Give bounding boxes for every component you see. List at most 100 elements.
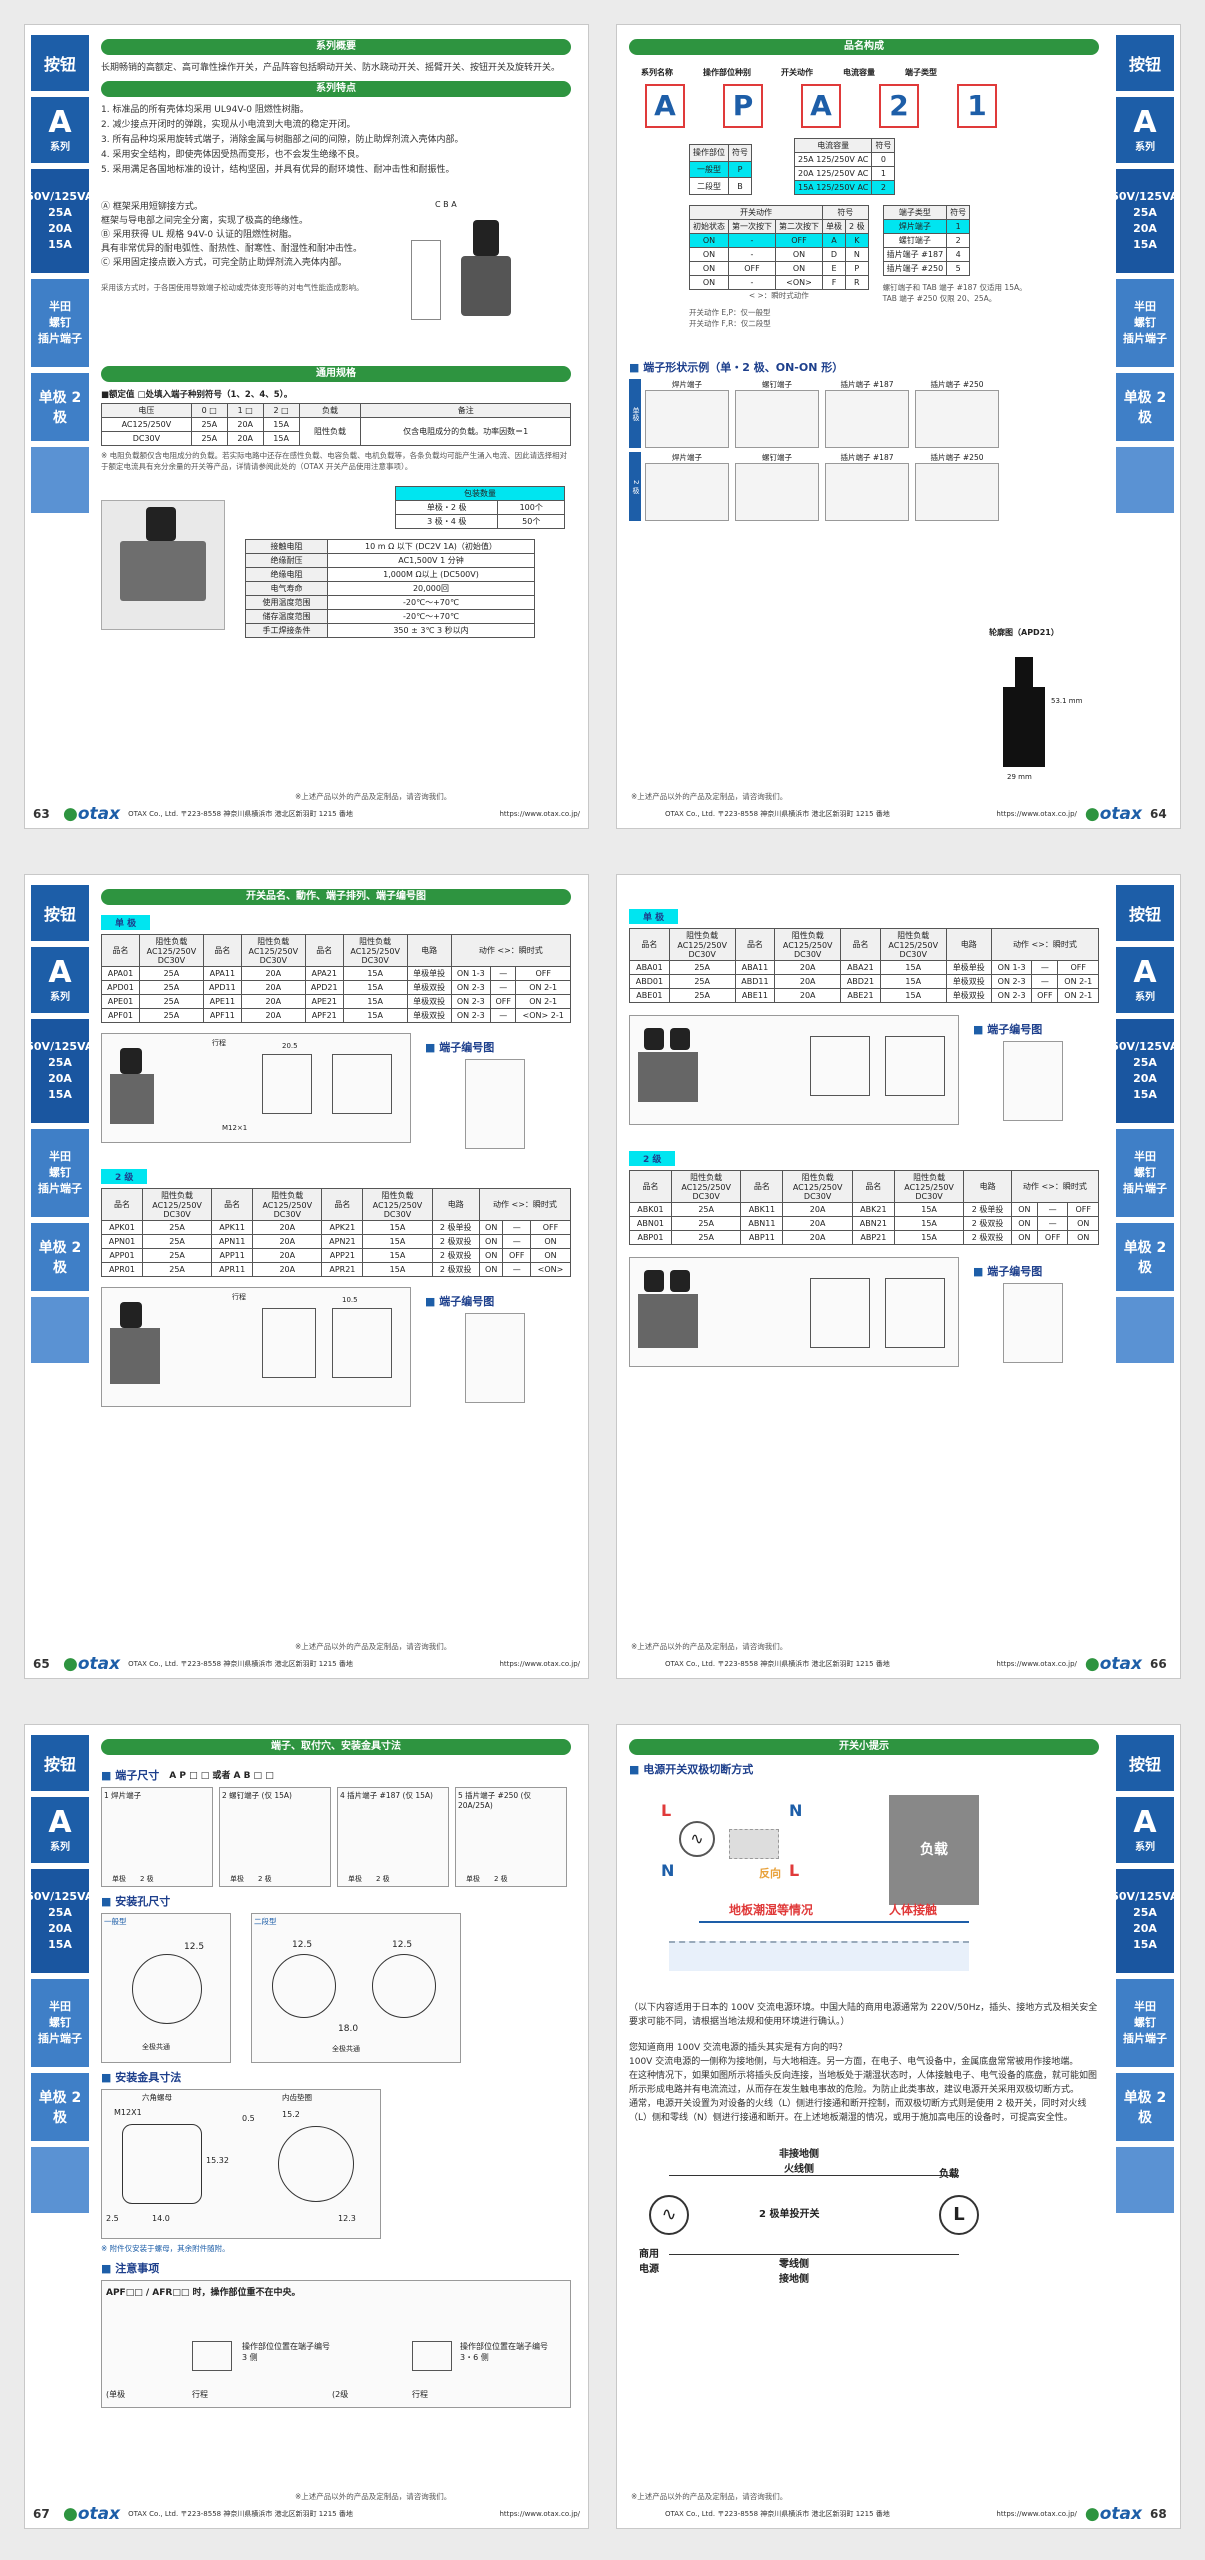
tab-buttons[interactable]: 按钮 bbox=[31, 1735, 89, 1791]
otax-logo[interactable]: ●otax bbox=[1084, 804, 1142, 824]
tab-blank[interactable] bbox=[31, 2147, 89, 2213]
page-content: 端子、取付穴、安装金具寸法 端子尺寸 A P □ □ 或者 A B □ □ 1 … bbox=[101, 1737, 571, 2497]
tab-poles[interactable]: 单极 2 极 bbox=[1116, 373, 1174, 441]
tab-blank[interactable] bbox=[1116, 447, 1174, 513]
page-number: 67 bbox=[33, 2507, 50, 2521]
tab-poles[interactable]: 单极 2 极 bbox=[1116, 2073, 1174, 2141]
hole-general: 一般型 12.5 全极共通 bbox=[101, 1913, 231, 2063]
tab-blank[interactable] bbox=[31, 1297, 89, 1363]
tab-terminals[interactable]: 半田螺钉插片端子 bbox=[31, 1979, 89, 2067]
section-bar: 开关小提示 bbox=[629, 1739, 1099, 1755]
caution-box: APF□□ / AFR□□ 时，操作部位重不在中央。 操作部位位置在端子编号 3… bbox=[101, 2280, 571, 2408]
tab187-terminal-image bbox=[825, 390, 909, 448]
tab-buttons[interactable]: 按钮 bbox=[1116, 1735, 1174, 1791]
tab-terminals[interactable]: 半田螺钉插片端子 bbox=[1116, 279, 1174, 367]
feature-note: 具有非常优异的耐电弧性、耐热性、耐寒性、耐湿性和耐冲击性。 bbox=[101, 244, 363, 254]
table-row: 储存温度范围-20℃〜+70℃ bbox=[245, 609, 536, 624]
tab-buttons[interactable]: 按钮 bbox=[31, 35, 89, 91]
feature-note: Ⓒ 采用固定接点嵌入方式，可完全防止助焊剂流入壳体内部。 bbox=[101, 258, 347, 268]
code-series: A bbox=[645, 84, 685, 128]
otax-logo[interactable]: ●otax bbox=[1084, 1654, 1142, 1674]
ratings-caption: ■额定值 □处填入端子种别符号（1、2、4、5）。 bbox=[101, 390, 293, 400]
footer: 65 ●otax OTAX Co., Ltd. 〒223-8558 神奈川県横浜… bbox=[33, 1654, 580, 1674]
website-link[interactable]: https://www.otax.co.jp/ bbox=[499, 810, 580, 818]
otax-logo[interactable]: ●otax bbox=[63, 804, 121, 824]
page-number: 65 bbox=[33, 1657, 50, 1671]
website-link[interactable]: https://www.otax.co.jp/ bbox=[499, 2510, 580, 2518]
otax-logo[interactable]: ●otax bbox=[63, 2504, 121, 2524]
switch-cutaway-image: C B A bbox=[401, 200, 561, 340]
tab-terminals[interactable]: 半田螺钉插片端子 bbox=[1116, 1129, 1174, 1217]
fitting-drawing: 六角螺母 内齿垫圈 M12X1 14.0 15.32 0.5 15.2 2.5 … bbox=[101, 2089, 381, 2239]
tab-blank[interactable] bbox=[1116, 1297, 1174, 1363]
page-content: 开关小提示 电源开关双极切断方式 ∿ L N N L 反向 负载 地板潮湿等情况… bbox=[629, 1737, 1099, 2497]
hole-two-stage: 二段型 12.5 12.5 18.0 全极共通 bbox=[251, 1913, 461, 2063]
tab-blank[interactable] bbox=[1116, 2147, 1174, 2213]
solder-terminal-image bbox=[645, 463, 729, 521]
tab-terminals[interactable]: 半田螺钉插片端子 bbox=[31, 1129, 89, 1217]
page-number: 68 bbox=[1150, 2507, 1167, 2521]
otax-logo[interactable]: ●otax bbox=[63, 1654, 121, 1674]
shock-risk-diagram: ∿ L N N L 反向 负载 地板潮湿等情况 人体接触 bbox=[649, 1781, 979, 1991]
tab-poles[interactable]: 单极 2 极 bbox=[31, 2073, 89, 2141]
tab-poles[interactable]: 单极 2 极 bbox=[1116, 1223, 1174, 1291]
tab-buttons[interactable]: 按钮 bbox=[1116, 885, 1174, 941]
tab-poles[interactable]: 单极 2 极 bbox=[31, 1223, 89, 1291]
tab-buttons[interactable]: 按钮 bbox=[31, 885, 89, 941]
footer: 67 ●otax OTAX Co., Ltd. 〒223-8558 神奈川県横浜… bbox=[33, 2504, 580, 2524]
single-pole-drawing: 行程 20.5 M12×1 bbox=[101, 1033, 411, 1143]
website-link[interactable]: https://www.otax.co.jp/ bbox=[996, 2510, 1077, 2518]
tab-poles[interactable]: 单极 2 极 bbox=[31, 373, 89, 441]
tab-terminals[interactable]: 半田螺钉插片端子 bbox=[31, 279, 89, 367]
website-link[interactable]: https://www.otax.co.jp/ bbox=[996, 810, 1077, 818]
product-photo bbox=[101, 500, 225, 630]
code-operator: P bbox=[723, 84, 763, 128]
website-link[interactable]: https://www.otax.co.jp/ bbox=[996, 1660, 1077, 1668]
list-item: 4. 采用安全结构，即使壳体因受热而变形，也不会发生绝缘不良。 bbox=[101, 150, 365, 160]
otax-logo[interactable]: ●otax bbox=[1084, 2504, 1142, 2524]
page-number: 64 bbox=[1150, 807, 1167, 821]
list-item: 3. 所有品种均采用旋转式端子，消除金属与树脂部之间的间隙，防止助焊剂流入壳体内… bbox=[101, 135, 464, 145]
section-bar: 开关品名、動作、端子排列、端子编号图 bbox=[101, 889, 571, 905]
website-link[interactable]: https://www.otax.co.jp/ bbox=[499, 1660, 580, 1668]
tab-buttons[interactable]: 按钮 bbox=[1116, 35, 1174, 91]
tab-blank[interactable] bbox=[31, 447, 89, 513]
feature-note: Ⓐ 框架采用短铆接方式。 bbox=[101, 202, 203, 212]
tab-terminals[interactable]: 半田螺钉插片端子 bbox=[1116, 1979, 1174, 2067]
code-action: A bbox=[801, 84, 841, 128]
body-paragraph: 您知道商用 100V 交流电源的插头其实是有方向的吗？ 100V 交流电源的一侧… bbox=[629, 2043, 1098, 2123]
